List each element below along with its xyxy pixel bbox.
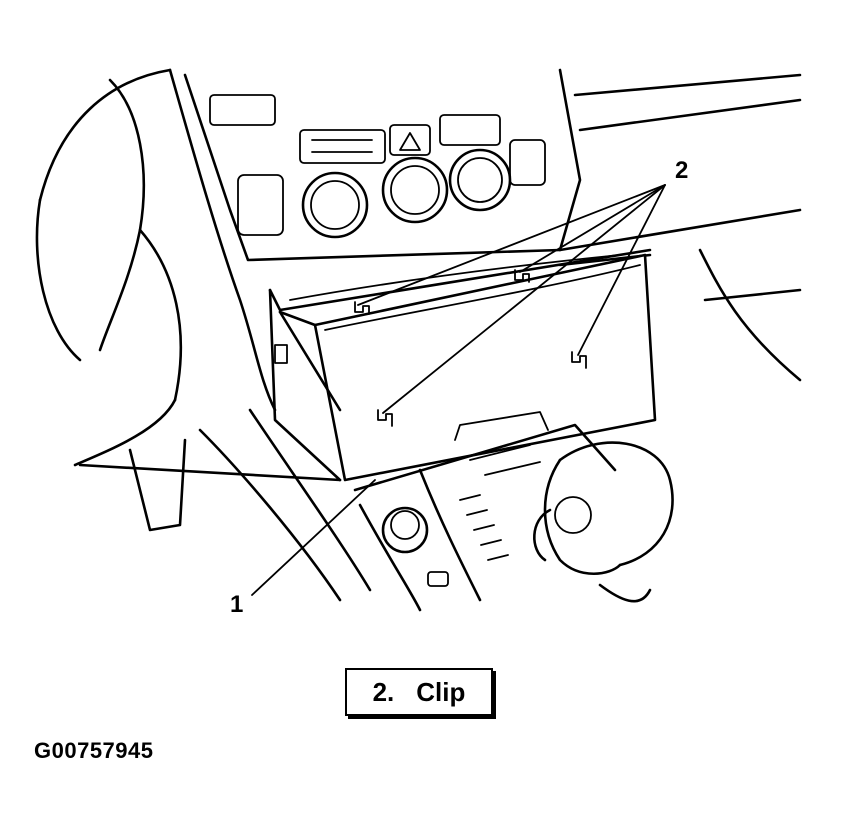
- glove-box-door: [278, 253, 657, 482]
- leader-2-c: [577, 184, 666, 356]
- leader-2-a: [357, 184, 666, 306]
- clip-marks: [354, 269, 587, 427]
- clip-mark-right: [571, 351, 587, 369]
- left-dash-panel: [35, 68, 277, 532]
- figure-id: G00757945: [34, 738, 154, 763]
- clip-mark-upper-left: [354, 301, 370, 315]
- leader-2-d: [382, 184, 666, 414]
- callout-part-1: 1: [230, 591, 243, 618]
- callout-part-2: 2: [675, 157, 688, 184]
- legend-number: 2.: [372, 676, 395, 707]
- leader-1: [251, 479, 376, 596]
- clip-mark-left: [377, 409, 393, 427]
- leader-2-b: [519, 184, 666, 273]
- glove-box-opening: [268, 248, 652, 482]
- legend-name: Clip: [416, 676, 466, 707]
- leader-lines: [251, 184, 666, 596]
- legend-box: 2. Clip: [345, 668, 493, 716]
- center-console-upper: [183, 68, 582, 262]
- clip-mark-upper-right: [514, 269, 530, 283]
- lower-console-shifter: [78, 408, 674, 612]
